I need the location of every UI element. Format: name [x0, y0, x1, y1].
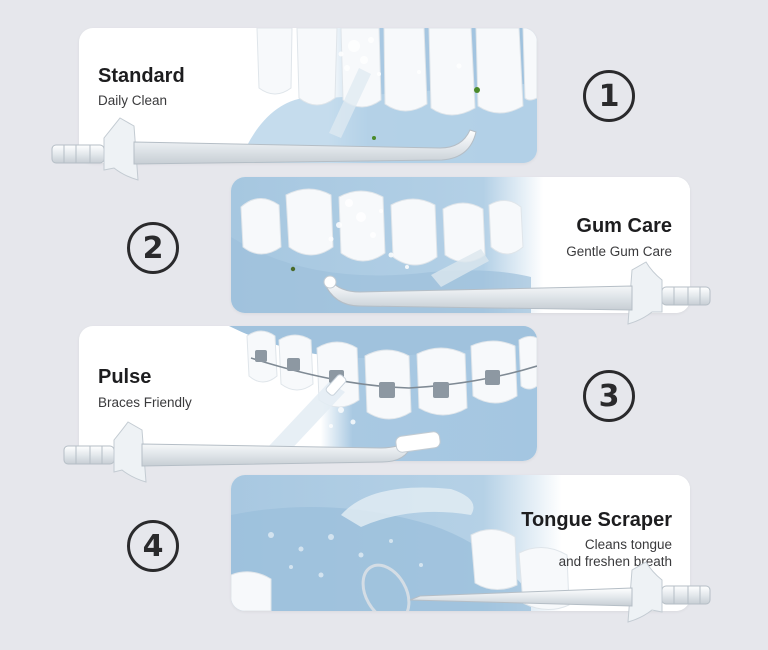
mode-subtitle: Daily Clean	[98, 93, 168, 108]
mode-subtitle: Gentle Gum Care	[566, 244, 672, 259]
mode-title: Standard	[98, 65, 185, 87]
mode-title: Pulse	[98, 366, 152, 388]
mode-card-gum-care[interactable]: Gum Care Gentle Gum Care	[231, 177, 690, 313]
mode-number-badge: 3	[583, 370, 635, 422]
mode-subtitle-line: and freshen breath	[558, 554, 672, 569]
mode-title: Gum Care	[576, 215, 672, 237]
mode-card-standard[interactable]: Standard Daily Clean	[79, 28, 537, 163]
mode-number-badge: 4	[127, 520, 179, 572]
mode-card-pulse[interactable]: Pulse Braces Friendly	[79, 326, 537, 461]
mode-subtitle-line: Cleans tongue	[584, 537, 672, 552]
mode-card-tongue-scraper[interactable]: Tongue Scraper Cleans tongue and freshen…	[231, 475, 690, 611]
braces-illustration	[219, 326, 537, 461]
mode-subtitle: Braces Friendly	[98, 395, 192, 410]
mode-title: Tongue Scraper	[521, 509, 672, 531]
mode-number-badge: 2	[127, 222, 179, 274]
mode-number-badge: 1	[583, 70, 635, 122]
mode-subtitle: Cleans tongue and freshen breath	[559, 536, 672, 570]
